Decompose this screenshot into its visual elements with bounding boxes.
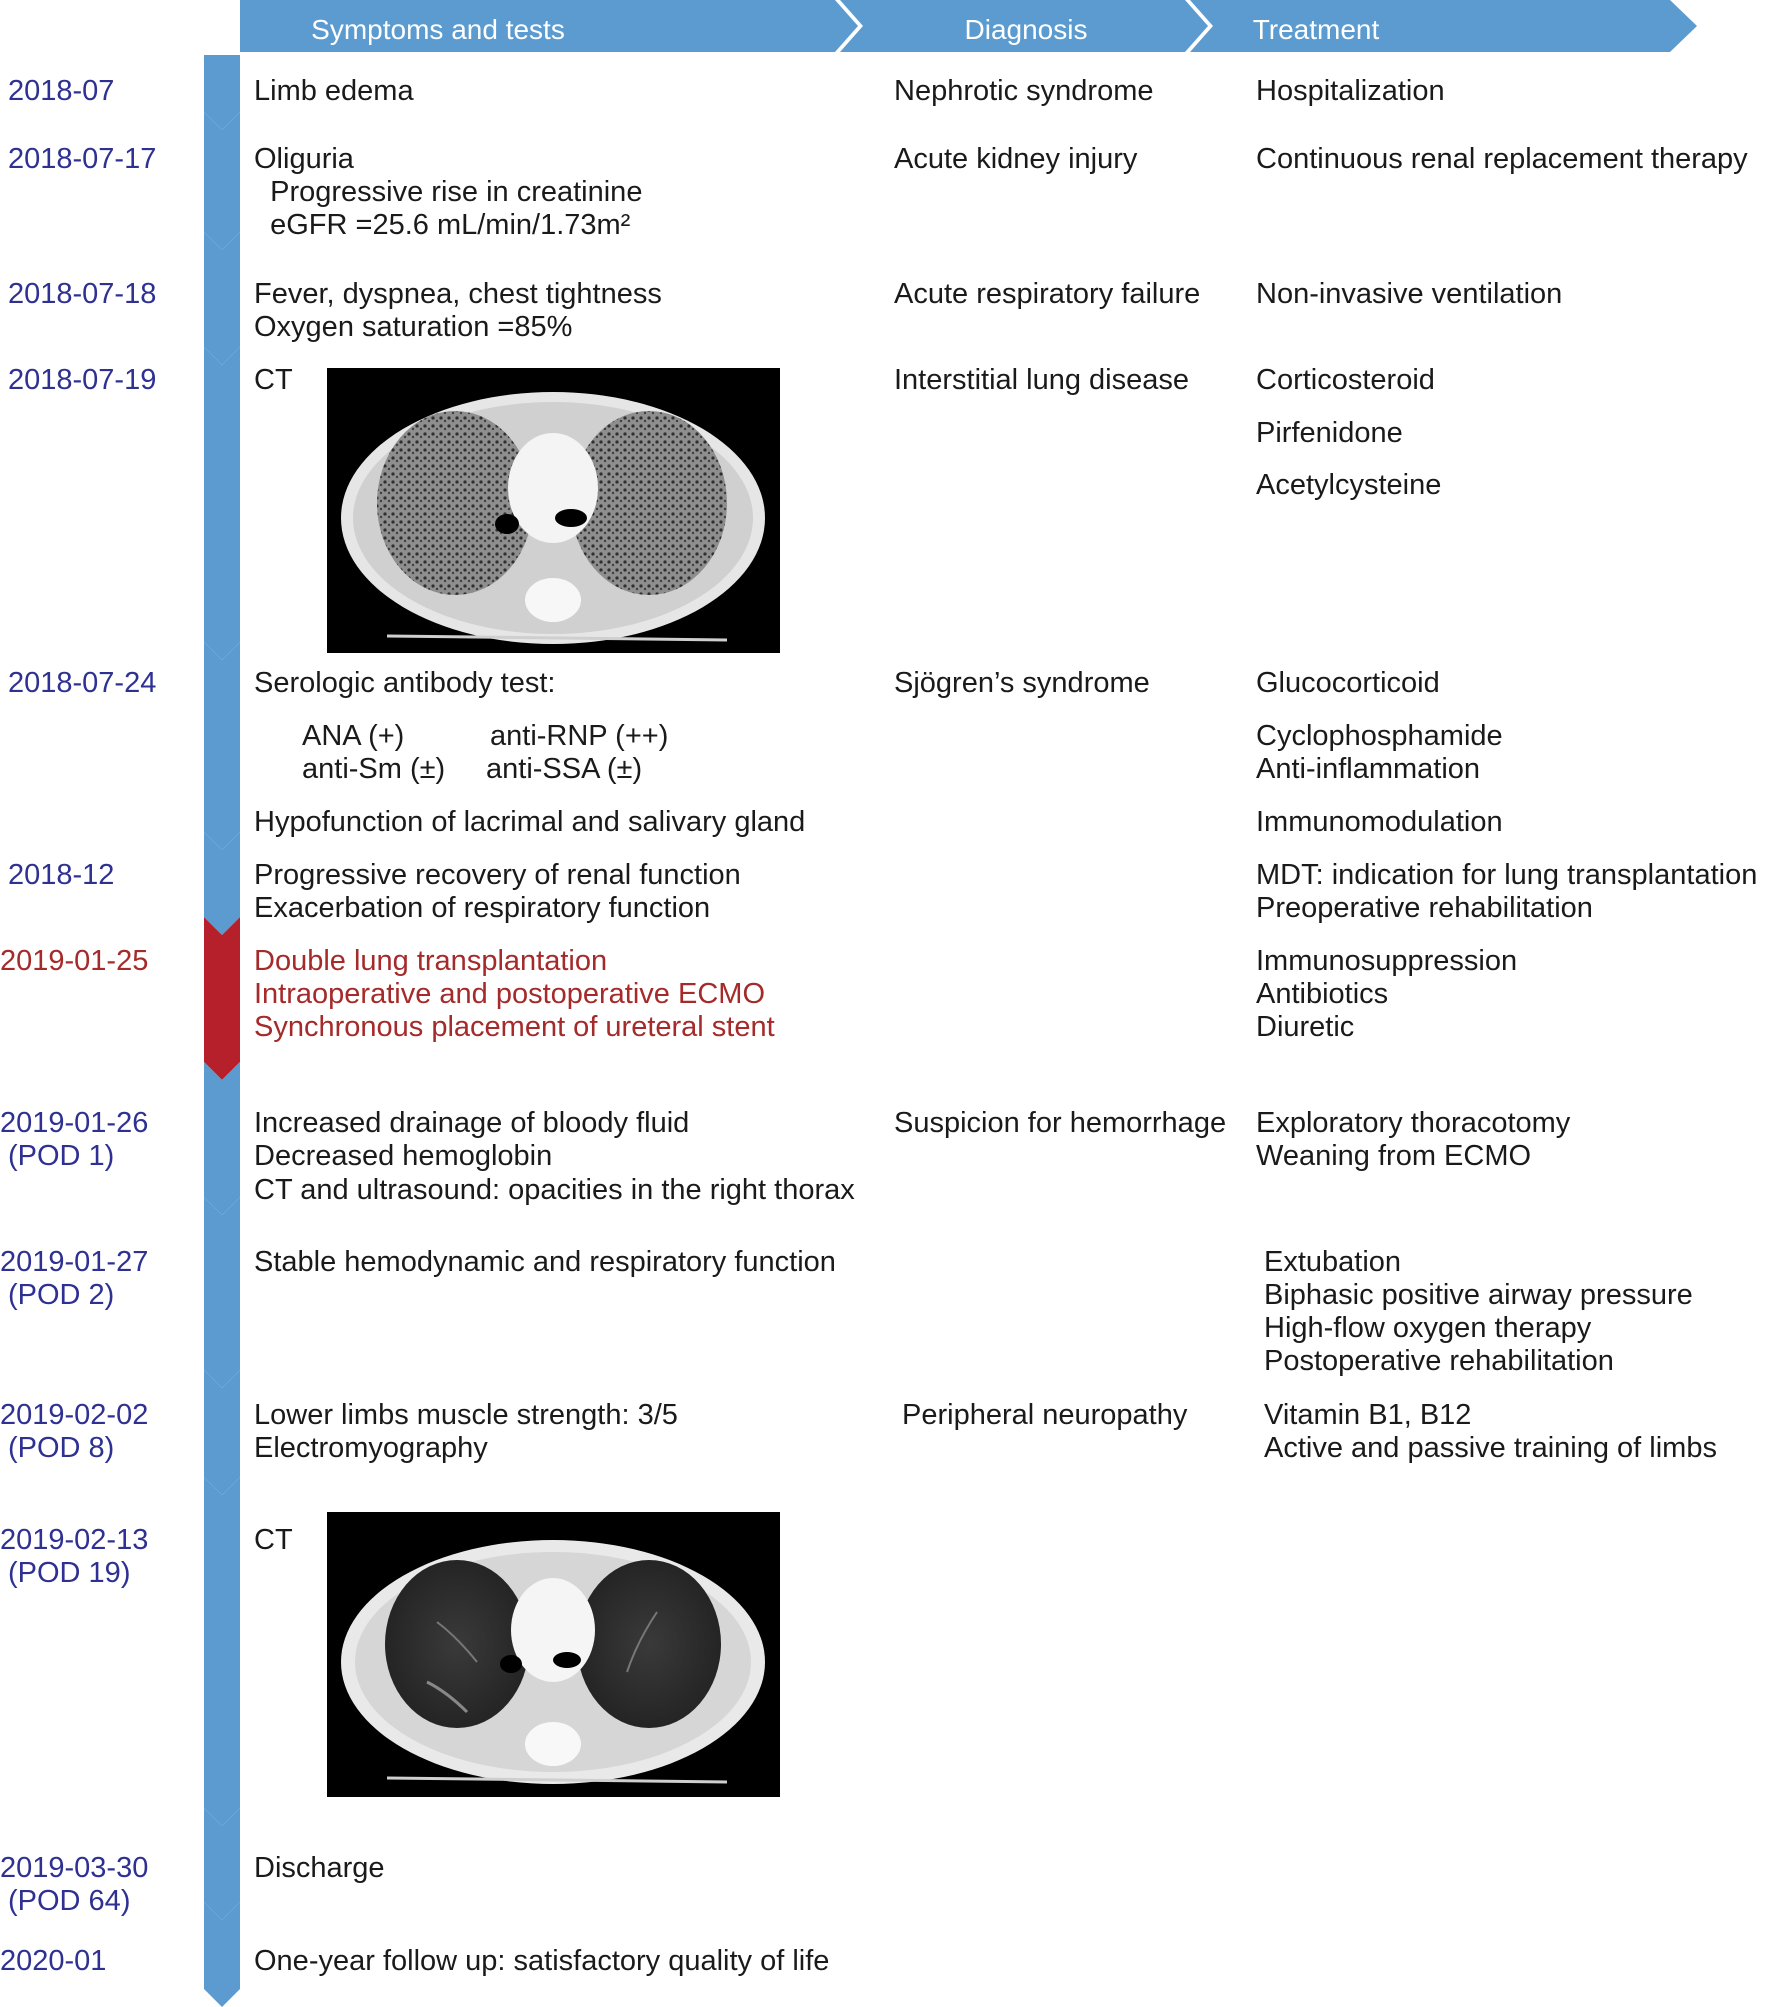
treatment-text: Immunomodulation: [1256, 806, 1503, 839]
diagnosis-text: Nephrotic syndrome: [894, 75, 1154, 108]
treatment-text: Pirfenidone: [1256, 417, 1403, 450]
ct-scan-image-post: [327, 1512, 780, 1797]
pod-label: (POD 8): [8, 1432, 114, 1465]
treatment-text: Continuous renal replacement therapy: [1256, 143, 1748, 176]
symptom-text: Fever, dyspnea, chest tightness: [254, 278, 662, 311]
date-2019-01-27: 2019-01-27: [0, 1246, 148, 1279]
treatment-text: Acetylcysteine: [1256, 469, 1441, 502]
treatment-text: High-flow oxygen therapy: [1264, 1312, 1591, 1345]
date-2019-03-30: 2019-03-30: [0, 1852, 148, 1885]
symptom-text: Lower limbs muscle strength: 3/5: [254, 1399, 678, 1432]
pod-label: (POD 19): [8, 1557, 130, 1590]
symptom-text: Double lung transplantation: [254, 945, 607, 978]
timeline-segment: [204, 1477, 240, 1826]
symptom-text: CT: [254, 1524, 293, 1557]
symptom-text: One-year follow up: satisfactory quality…: [254, 1945, 829, 1978]
date-2019-01-25: 2019-01-25: [0, 945, 148, 978]
date-2019-02-13: 2019-02-13: [0, 1524, 148, 1557]
symptom-text: Increased drainage of bloody fluid: [254, 1107, 689, 1140]
treatment-text: Vitamin B1, B12: [1264, 1399, 1471, 1432]
treatment-text: Antibiotics: [1256, 978, 1388, 1011]
symptom-text: CT and ultrasound: opacities in the righ…: [254, 1174, 855, 1207]
antibody-anti-sm: anti-Sm (±): [302, 753, 445, 786]
symptom-text: Electromyography: [254, 1432, 488, 1465]
treatment-text: Postoperative rehabilitation: [1264, 1345, 1614, 1378]
date-2018-12: 2018-12: [8, 859, 114, 892]
symptom-text: Oxygen saturation =85%: [254, 311, 572, 344]
header-symptoms: Symptoms and tests: [311, 14, 565, 45]
timeline-segment: [204, 1370, 240, 1495]
symptom-text: Progressive recovery of renal function: [254, 859, 741, 892]
treatment-text: Cyclophosphamide: [1256, 720, 1503, 753]
treatment-text: Immunosuppression: [1256, 945, 1517, 978]
treatment-text: Active and passive training of limbs: [1264, 1432, 1717, 1465]
symptom-text: Synchronous placement of ureteral stent: [254, 1011, 775, 1044]
date-2018-07-19: 2018-07-19: [8, 364, 156, 397]
diagnosis-text: Acute respiratory failure: [894, 278, 1200, 311]
antibody-ana: ANA (+): [302, 720, 404, 753]
timeline-segment: [204, 347, 240, 660]
timeline-segment: [204, 112, 240, 250]
symptom-text: Intraoperative and postoperative ECMO: [254, 978, 765, 1011]
pod-label: (POD 1): [8, 1140, 114, 1173]
pod-label: (POD 2): [8, 1279, 114, 1312]
symptom-text: Hypofunction of lacrimal and salivary gl…: [254, 806, 805, 839]
symptom-text: CT: [254, 364, 293, 397]
date-2019-01-26: 2019-01-26: [0, 1107, 148, 1140]
symptom-text: Decreased hemoglobin: [254, 1140, 552, 1173]
treatment-text: Anti-inflammation: [1256, 753, 1480, 786]
timeline-segment: [204, 232, 240, 365]
treatment-text: Weaning from ECMO: [1256, 1140, 1531, 1173]
treatment-text: Extubation: [1264, 1246, 1401, 1279]
symptom-text: Stable hemodynamic and respiratory funct…: [254, 1246, 836, 1279]
symptom-text: Discharge: [254, 1852, 385, 1885]
symptom-text: Progressive rise in creatinine: [254, 176, 642, 209]
header-diagnosis: Diagnosis: [965, 14, 1088, 45]
treatment-text: Corticosteroid: [1256, 364, 1435, 397]
diagnosis-text: Acute kidney injury: [894, 143, 1137, 176]
treatment-text: Hospitalization: [1256, 75, 1445, 108]
date-2018-07: 2018-07: [8, 75, 114, 108]
symptom-text: eGFR =25.6 mL/min/1.73m²: [254, 209, 630, 242]
timeline-segment-highlighted: [204, 917, 240, 1080]
treatment-text: Biphasic positive airway pressure: [1264, 1279, 1693, 1312]
symptom-text: Limb edema: [254, 75, 414, 108]
treatment-text: Glucocorticoid: [1256, 667, 1440, 700]
treatment-text: Non-invasive ventilation: [1256, 278, 1562, 311]
header-treatment: Treatment: [1253, 14, 1380, 45]
treatment-text: Exploratory thoracotomy: [1256, 1107, 1570, 1140]
treatment-text: Preoperative rehabilitation: [1256, 892, 1593, 925]
symptom-text: Exacerbation of respiratory function: [254, 892, 710, 925]
pod-label: (POD 64): [8, 1885, 130, 1918]
symptom-text: Serologic antibody test:: [254, 667, 555, 700]
treatment-text: MDT: indication for lung transplantation: [1256, 859, 1757, 892]
date-2019-02-02: 2019-02-02: [0, 1399, 148, 1432]
ct-scan-image-pre: [327, 368, 780, 653]
timeline-segment: [204, 1197, 240, 1388]
antibody-anti-ssa: anti-SSA (±): [486, 753, 642, 786]
diagnosis-text: Interstitial lung disease: [894, 364, 1189, 397]
date-2018-07-18: 2018-07-18: [8, 278, 156, 311]
header-banner: Symptoms and tests Diagnosis Treatment: [0, 0, 1768, 60]
diagnosis-text: Suspicion for hemorrhage: [894, 1107, 1226, 1140]
diagnosis-text: Sjögren’s syndrome: [894, 667, 1150, 700]
antibody-anti-rnp: anti-RNP (++): [490, 720, 668, 753]
diagnosis-text: Peripheral neuropathy: [902, 1399, 1187, 1432]
treatment-text: Diuretic: [1256, 1011, 1354, 1044]
timeline-segment: [204, 1062, 240, 1215]
symptom-text: Oliguria: [254, 143, 354, 176]
timeline-segment: [204, 642, 240, 850]
date-2020-01: 2020-01: [0, 1945, 106, 1978]
date-2018-07-17: 2018-07-17: [8, 143, 156, 176]
date-2018-07-24: 2018-07-24: [8, 667, 156, 700]
